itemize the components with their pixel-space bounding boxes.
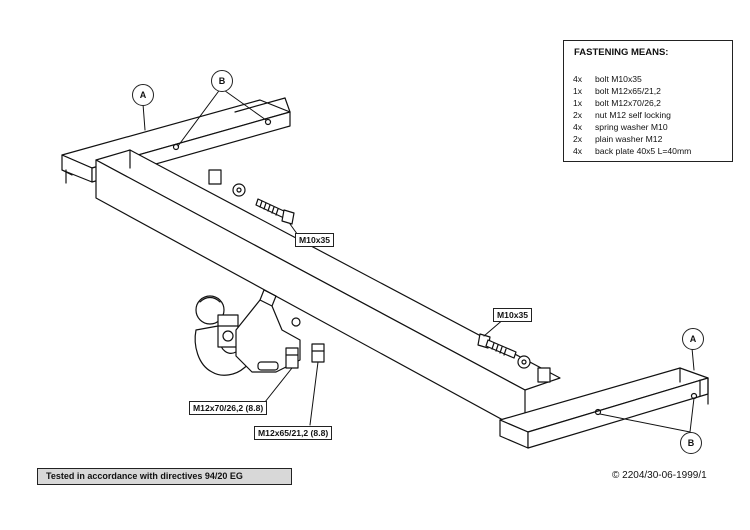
list-item: 4x spring washer M10 [573,121,691,133]
item-qty: 4x [573,122,583,132]
main-cross-tube [95,149,561,433]
tow-ball-neck [194,295,255,376]
item-qty: 1x [573,98,583,108]
marker-b-right: B [680,432,702,454]
mounting-bracket [235,289,301,373]
marker-a-left: A [132,84,154,106]
label-bolt-upper: M10x35 [295,233,335,247]
right-bolt-set [477,333,551,383]
item-desc: nut M12 self locking [595,110,671,120]
label-bolt-right: M10x35 [493,308,533,322]
item-desc: back plate 40x5 L=40mm [595,146,692,156]
list-item: 2x nut M12 self locking [573,109,691,121]
marker-b-left: B [211,70,233,92]
fastening-means-list: 4x bolt M10x35 1x bolt M12x65/21,2 1x bolt … [573,73,691,157]
marker-a-right: A [682,328,704,350]
copyright-note: © 2204/30-06-1999/1 [612,470,707,481]
upper-bolt-set [208,169,295,225]
item-desc: bolt M12x70/26,2 [595,98,661,108]
item-desc: bolt M12x65/21,2 [595,86,661,96]
fastening-means-box: FASTENING MEANS: 4x bolt M10x35 1x bolt M1… [563,40,733,162]
list-item: 2x plain washer M12 [573,133,691,145]
item-qty: 2x [573,110,583,120]
item-desc: bolt M10x35 [595,74,642,84]
label-bolt-m12x70: M12x70/26,2 (8.8) [189,401,268,415]
fastening-means-title: FASTENING MEANS: [574,47,669,58]
list-item: 1x bolt M12x65/21,2 [573,85,691,97]
list-item: 4x back plate 40x5 L=40mm [573,145,691,157]
label-bolt-m12x65: M12x65/21,2 (8.8) [254,426,333,440]
item-qty: 4x [573,74,583,84]
list-item: 1x bolt M12x70/26,2 [573,97,691,109]
list-item: 4x bolt M10x35 [573,73,691,85]
right-mounting-channel [499,367,709,449]
item-qty: 1x [573,86,583,96]
item-qty: 2x [573,134,583,144]
center-bolts [285,343,325,369]
item-qty: 4x [573,146,583,156]
item-desc: plain washer M12 [595,134,663,144]
item-desc: spring washer M10 [595,122,668,132]
tested-directive-note: Tested in accordance with directives 94/… [37,468,292,485]
